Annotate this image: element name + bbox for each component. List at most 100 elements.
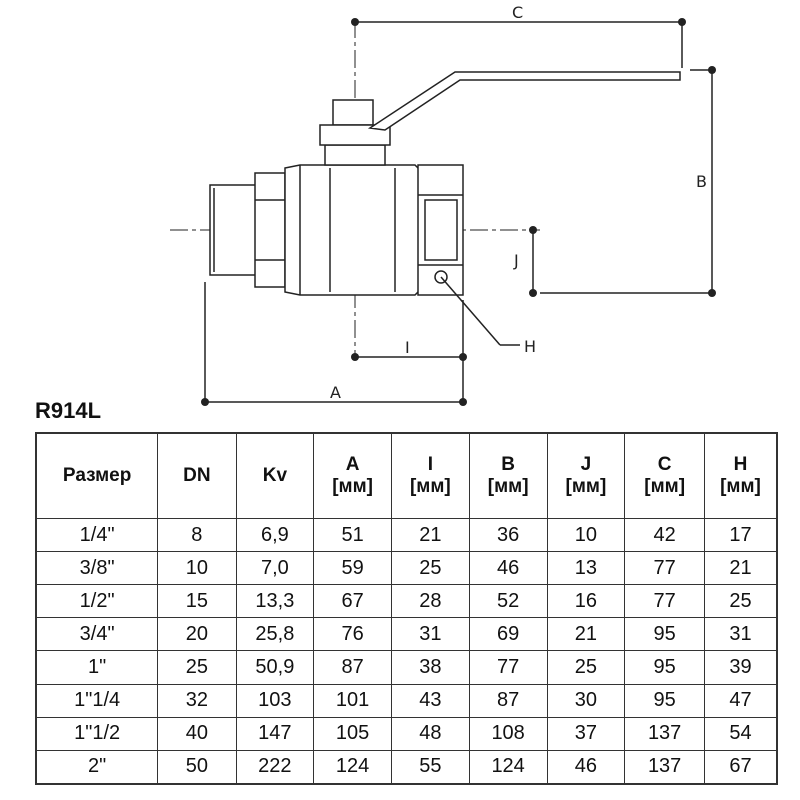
table-cell: 46 — [468, 551, 548, 586]
table-cell: 21 — [546, 617, 626, 652]
column-header-name: A — [345, 454, 360, 475]
table-cell: 95 — [624, 650, 705, 685]
table-cell: 50,9 — [235, 650, 315, 685]
table-cell: 37 — [546, 716, 626, 751]
column-header-unit: [мм] — [332, 476, 373, 497]
dimension-label-c: C — [512, 3, 523, 22]
column-header-name: H — [733, 454, 748, 475]
table-cell: 124 — [468, 749, 548, 785]
table-cell: 77 — [624, 551, 705, 586]
dimension-label-h: H — [524, 337, 536, 356]
table-cell: 1/2" — [35, 584, 159, 619]
table-cell: 69 — [468, 617, 548, 652]
table-cell: 77 — [624, 584, 705, 619]
table-cell: 31 — [390, 617, 470, 652]
column-header-name: B — [501, 454, 515, 475]
table-cell: 3/8" — [35, 551, 159, 586]
table-cell: 21 — [390, 517, 470, 553]
column-header: Kv — [235, 432, 315, 519]
table-cell: 1/4" — [35, 517, 159, 553]
table-cell: 43 — [390, 683, 470, 718]
table-cell: 13 — [546, 551, 626, 586]
table-cell: 40 — [157, 716, 237, 751]
table-cell: 30 — [546, 683, 626, 718]
table-cell: 25 — [390, 551, 470, 586]
table-cell: 67 — [313, 584, 392, 619]
column-header-unit: [мм] — [565, 476, 607, 497]
dimension-label-i: I — [405, 338, 410, 357]
table-cell: 105 — [313, 716, 392, 751]
table-cell: 13,3 — [235, 584, 315, 619]
column-header-name: DN — [183, 465, 211, 486]
table-cell: 20 — [157, 617, 237, 652]
table-cell: 50 — [157, 749, 237, 785]
column-header: B[мм] — [468, 432, 548, 519]
table-cell: 54 — [703, 716, 778, 751]
table-cell: 6,9 — [235, 517, 315, 553]
table-cell: 95 — [624, 683, 705, 718]
table-cell: 103 — [235, 683, 315, 718]
table-cell: 55 — [390, 749, 470, 785]
column-header-name: Размер — [62, 465, 132, 486]
table-cell: 87 — [313, 650, 392, 685]
table-cell: 3/4" — [35, 617, 159, 652]
table-cell: 1"1/2 — [35, 716, 159, 751]
dimension-label-a: A — [330, 383, 341, 402]
column-header: J[мм] — [546, 432, 626, 519]
table-cell: 17 — [703, 517, 778, 553]
column-header: C[мм] — [624, 432, 705, 519]
table-cell: 87 — [468, 683, 548, 718]
table-cell: 59 — [313, 551, 392, 586]
table-cell: 147 — [235, 716, 315, 751]
column-header-unit: [мм] — [720, 476, 761, 497]
table-cell: 76 — [313, 617, 392, 652]
table-cell: 46 — [546, 749, 626, 785]
table-cell: 95 — [624, 617, 705, 652]
column-header: A[мм] — [313, 432, 392, 519]
column-header-name: C — [657, 454, 672, 475]
column-header-unit: [мм] — [409, 476, 451, 497]
table-cell: 48 — [390, 716, 470, 751]
table-cell: 25 — [157, 650, 237, 685]
table-cell: 124 — [313, 749, 392, 785]
table-cell: 67 — [703, 749, 778, 785]
table-cell: 137 — [624, 749, 705, 785]
table-cell: 222 — [235, 749, 315, 785]
table-cell: 2" — [35, 749, 159, 785]
table-cell: 77 — [468, 650, 548, 685]
table-cell: 38 — [390, 650, 470, 685]
table-cell: 15 — [157, 584, 237, 619]
table-cell: 36 — [468, 517, 548, 553]
table-cell: 25 — [703, 584, 778, 619]
table-cell: 101 — [313, 683, 392, 718]
valve-technical-drawing: C B J H I A — [170, 3, 716, 406]
table-cell: 51 — [313, 517, 392, 553]
column-header-name: I — [427, 454, 433, 475]
column-header: H[мм] — [703, 432, 778, 519]
column-header-unit: [мм] — [644, 476, 686, 497]
column-header-name: J — [580, 454, 592, 475]
table-cell: 32 — [157, 683, 237, 718]
dimension-label-j: J — [513, 251, 519, 270]
table-cell: 21 — [703, 551, 778, 586]
table-cell: 25 — [546, 650, 626, 685]
table-cell: 52 — [468, 584, 548, 619]
table-cell: 7,0 — [235, 551, 315, 586]
column-header-unit: [мм] — [487, 476, 529, 497]
column-header: Размер — [35, 432, 159, 519]
dimension-label-b: B — [696, 172, 707, 191]
table-cell: 8 — [157, 517, 237, 553]
table-cell: 108 — [468, 716, 548, 751]
table-cell: 25,8 — [235, 617, 315, 652]
column-header-name: Kv — [262, 465, 288, 486]
